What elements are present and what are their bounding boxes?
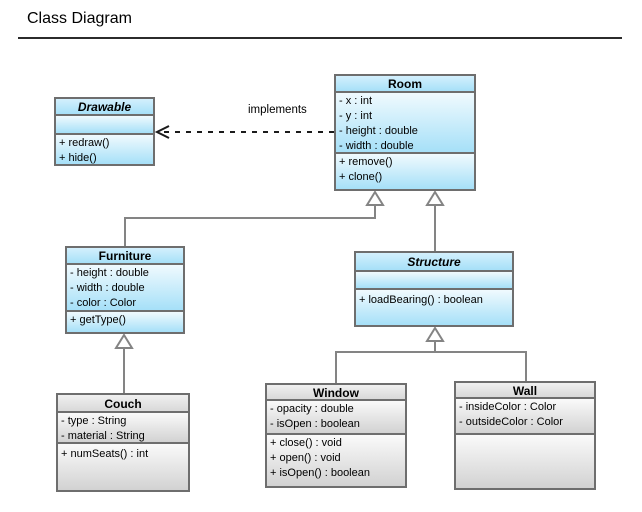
inheritance-arrow-furniture-room <box>124 190 385 246</box>
class-name-room: Room <box>336 76 474 93</box>
attribute-item: - height : double <box>70 267 149 279</box>
class-name-furniture: Furniture <box>67 248 183 265</box>
inheritance-arrow-structure-room <box>425 190 445 251</box>
method-item: + clone() <box>339 171 383 183</box>
attribute-item: - type : String <box>61 415 127 427</box>
class-methods-drawable: + redraw() + hide() <box>56 135 153 164</box>
class-name-wall: Wall <box>456 383 594 399</box>
class-attributes-window: - opacity : double - isOpen : boolean <box>267 401 405 435</box>
class-box-furniture: Furniture - height : double - width : do… <box>65 246 185 334</box>
method-item: + numSeats() : int <box>61 448 149 460</box>
class-box-window: Window - opacity : double - isOpen : boo… <box>265 383 407 488</box>
attribute-item: - width : double <box>70 282 145 294</box>
attribute-item: - width : double <box>339 140 414 152</box>
method-item: + remove() <box>339 156 393 168</box>
class-attributes-drawable <box>56 116 153 135</box>
class-attributes-room: - x : int - y : int - height : double - … <box>336 93 474 154</box>
realization-arrow-room-drawable <box>154 125 334 139</box>
class-name-drawable: Drawable <box>56 99 153 116</box>
class-methods-structure: + loadBearing() : boolean <box>356 290 512 325</box>
attribute-item: - opacity : double <box>270 403 354 415</box>
method-item: + isOpen() : boolean <box>270 467 370 479</box>
inheritance-arrow-couch-furniture <box>114 333 134 393</box>
class-box-drawable: Drawable + redraw() + hide() <box>54 97 155 166</box>
attribute-item: - color : Color <box>70 297 137 309</box>
class-name-couch: Couch <box>58 395 188 413</box>
attribute-item: - insideColor : Color <box>459 401 557 413</box>
class-methods-furniture: + getType() <box>67 312 183 332</box>
class-methods-couch: + numSeats() : int <box>58 444 188 490</box>
method-item: + hide() <box>59 152 97 164</box>
class-box-wall: Wall - insideColor : Color - outsideColo… <box>454 381 596 490</box>
class-methods-wall <box>456 435 594 488</box>
method-item: + loadBearing() : boolean <box>359 294 483 306</box>
class-box-structure: Structure + loadBearing() : boolean <box>354 251 514 327</box>
page-title: Class Diagram <box>27 10 132 27</box>
class-attributes-structure <box>356 272 512 290</box>
attribute-item: - y : int <box>339 110 373 122</box>
class-methods-window: + close() : void + open() : void + isOpe… <box>267 435 405 486</box>
class-box-room: Room - x : int - y : int - height : doub… <box>334 74 476 191</box>
class-name-window: Window <box>267 385 405 401</box>
method-item: + open() : void <box>270 452 341 464</box>
attribute-item: - x : int <box>339 95 373 107</box>
attribute-item: - height : double <box>339 125 418 137</box>
class-attributes-wall: - insideColor : Color - outsideColor : C… <box>456 399 594 435</box>
method-item: + close() : void <box>270 437 342 449</box>
implements-label: implements <box>248 104 307 116</box>
method-item: + redraw() <box>59 137 110 149</box>
class-methods-room: + remove() + clone() <box>336 154 474 189</box>
inheritance-arrow-window-wall-structure <box>335 326 527 383</box>
method-item: + getType() <box>70 314 126 326</box>
class-name-structure: Structure <box>356 253 512 272</box>
class-box-couch: Couch - type : String - material : Strin… <box>56 393 190 492</box>
attribute-item: - isOpen : boolean <box>270 418 360 430</box>
title-divider <box>18 37 622 39</box>
class-attributes-couch: - type : String - material : String <box>58 413 188 444</box>
class-attributes-furniture: - height : double - width : double - col… <box>67 265 183 312</box>
attribute-item: - material : String <box>61 430 145 442</box>
attribute-item: - outsideColor : Color <box>459 416 563 428</box>
